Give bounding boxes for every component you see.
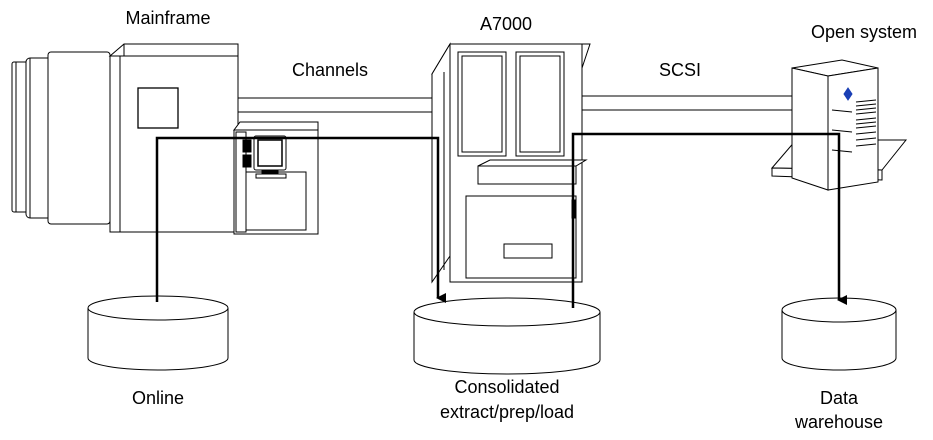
open-system-label: Open system <box>811 22 917 42</box>
flow-consolidated-to-warehouse <box>571 132 847 308</box>
consolidated-disk-icon <box>413 297 601 375</box>
online-label: Online <box>132 388 184 408</box>
flow-online-to-consolidated <box>155 136 446 303</box>
a7000-icon <box>431 42 591 284</box>
a7000-label: A7000 <box>480 14 532 34</box>
data-warehouse-disk-icon <box>781 297 897 371</box>
data-warehouse-label-line1: Data <box>820 388 859 408</box>
channels-connection <box>234 97 434 113</box>
mainframe-icon <box>11 43 319 235</box>
channels-label: Channels <box>292 60 368 80</box>
consolidated-label-line2: extract/prep/load <box>440 402 574 422</box>
scsi-label: SCSI <box>659 60 701 80</box>
online-disk-icon <box>87 295 229 371</box>
consolidated-label-line1: Consolidated <box>454 377 559 397</box>
mainframe-label: Mainframe <box>125 8 210 28</box>
data-warehouse-label-line2: warehouse <box>794 412 883 432</box>
scsi-connection <box>582 95 792 111</box>
open-system-icon <box>770 59 908 191</box>
